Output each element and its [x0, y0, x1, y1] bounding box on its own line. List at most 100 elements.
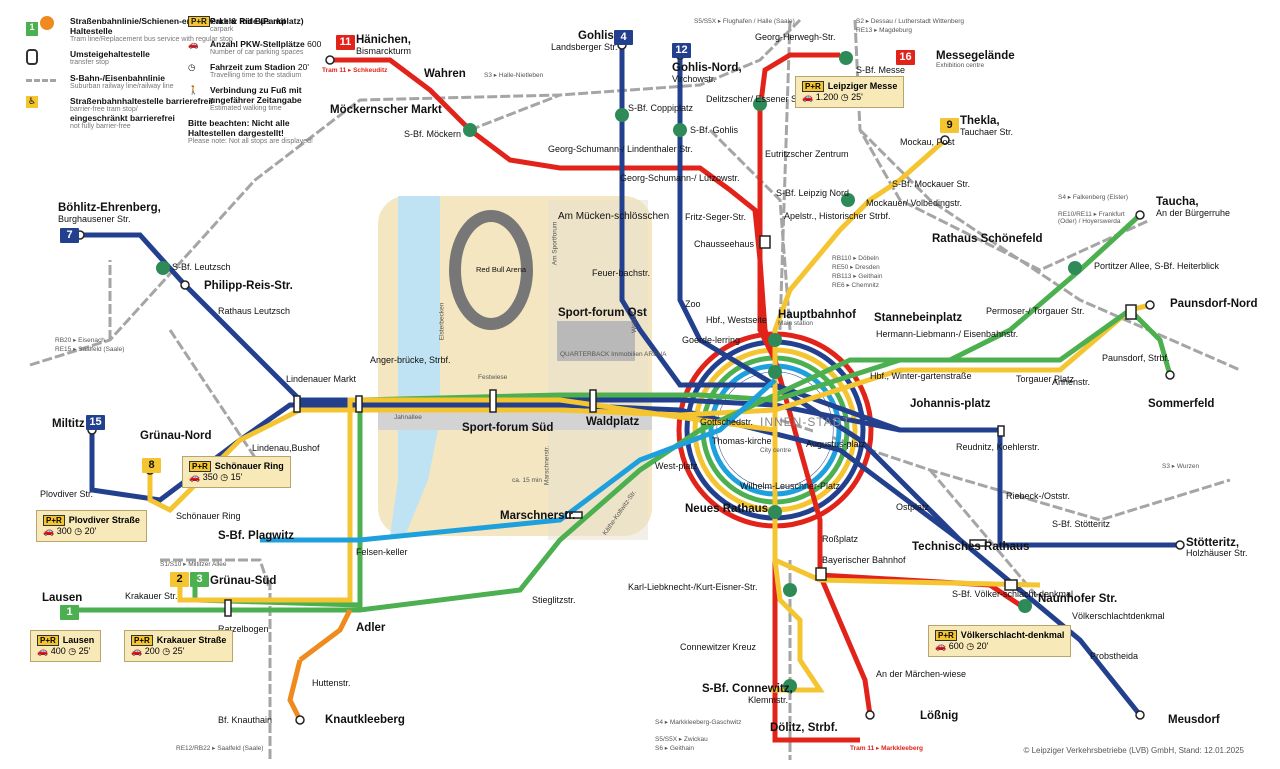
park-ride-icon: P+R — [188, 16, 210, 27]
quarterback-arena-shape — [557, 321, 635, 361]
legend-row-tram: 1 Straßenbahnlinie/Schienen-ersatzverkeh… — [26, 16, 326, 43]
terminal-gohlis-sub: Landsberger Str. — [551, 42, 618, 52]
station-lindenauer-markt: Lindenauer Markt — [286, 374, 357, 384]
rail-note-s6-geithain: S6 ▸ Geithain — [655, 745, 695, 752]
rail-note-rb20: RB20 ▸ Eisenach — [55, 337, 105, 344]
s-bahn-stations — [156, 51, 1082, 693]
station-probstheida: Probstheida — [1090, 651, 1139, 661]
station-buergerruhe: An der Bürgerruhe — [1156, 208, 1231, 218]
terminal-lausen: Lausen — [42, 592, 83, 604]
terminal-thekla-sub: Tauchaer Str. — [960, 127, 1014, 137]
terminal-messegelaende: Messegelände — [936, 50, 1015, 62]
station-reudnitz: Reudnitz, Koehlerstr. — [956, 442, 1040, 452]
transfer-stop-icon — [26, 49, 70, 67]
line-15 — [89, 402, 1142, 717]
rail-note-re12: RE12/RB22 ▸ Saalfeld (Saale) — [176, 745, 264, 752]
rail-note-tram11-markkleeberg: Tram 11 ▸ Markkleeberg — [850, 745, 923, 752]
pr-icon: P+R — [802, 81, 824, 92]
station-schoenauer-ring: Schönauer Ring — [176, 511, 241, 521]
station-paunsdorf-nord: Paunsdorf-Nord — [1170, 298, 1258, 310]
station-sportforum-sued: Sport-forum Süd — [462, 422, 554, 434]
rail-note-rb113: RB113 ▸ Geithain — [832, 273, 883, 280]
rail-note-re6: RE6 ▸ Chemnitz — [832, 282, 879, 289]
car-icon: 🚗 — [802, 92, 814, 102]
station-annenstr: Annenstr. — [1052, 377, 1091, 387]
line-12 — [677, 55, 962, 542]
pr-icon: P+R — [43, 515, 65, 526]
red-bull-arena-label: Red Bull Arena — [476, 265, 527, 274]
walk-time-label: ca. 15 min — [512, 477, 542, 484]
rail-note-re15: RE15 ▸ Saalfeld (Saale) — [55, 346, 125, 353]
station-stieglitzstr: Stieglitzstr. — [532, 595, 576, 605]
rail-note-re50: RE50 ▸ Dresden — [832, 264, 880, 271]
badge-line-3: 3 — [190, 572, 209, 587]
quarterback-arena-label: QUARTERBACK Immobilien ARENA — [560, 351, 667, 358]
station-neues-rathaus: Neues Rathaus — [685, 503, 769, 515]
terminal-gohlis-nord-sub: Virchowstr. — [672, 74, 716, 84]
festwiese-label: Festwiese — [478, 374, 508, 381]
pr-icon: P+R — [935, 630, 957, 641]
badge-line-11: 11 — [336, 35, 355, 50]
station-georg-luetzow: Georg-Schumann-/ Lützowstr. — [620, 173, 740, 183]
station-rathaus-leutzsch: Rathaus Leutzsch — [218, 306, 291, 316]
sportforum-east-area — [548, 200, 648, 540]
terminal-gohlis-nord: Gohlis-Nord, — [672, 62, 742, 74]
badge-line-8: 8 — [142, 458, 161, 473]
station-bf-knauthain: Bf. Knauthain — [218, 715, 273, 725]
station-mockau-post: Mockau, Post — [900, 137, 955, 147]
pr-icon: P+R — [131, 635, 153, 646]
station-huttenstr: Huttenstr. — [312, 678, 351, 688]
rail-note-re10: RE10/RE11 ▸ Frankfurt (Oder) / Hoyerswer… — [1058, 211, 1125, 225]
car-icon: 🚗 — [935, 641, 947, 651]
station-karl-liebknecht: Karl-Liebknecht-/Kurt-Eisner-Str. — [628, 582, 758, 592]
pr-icon: P+R — [189, 461, 211, 472]
rail-note-s5x-zwickau: S5/S5X ▸ Zwickau — [655, 736, 708, 743]
station-klemmstr: Klemmstr. — [748, 695, 789, 705]
station-torgauer-platz: Torgauer Platz — [1016, 374, 1075, 384]
badge-line-9: 9 — [940, 118, 959, 133]
station-loessnig: Lößnig — [920, 710, 959, 722]
station-chausseehaus: Chausseehaus — [694, 239, 755, 249]
rail-note-s4-falkenberg: S4 ▸ Falkenberg (Elster) — [1058, 194, 1129, 201]
station-voelkerschlacht: Völkerschlachtdenkmal — [1072, 611, 1165, 621]
station-stoetteritz: Stötteritz, — [1186, 537, 1240, 549]
badge-line-7: 7 — [60, 228, 79, 243]
city-centre-label: City centre — [760, 447, 792, 454]
red-bull-arena-shape — [449, 210, 533, 330]
station-augustusplatz: Augustus-platz — [806, 439, 866, 449]
station-hermann-liebmann: Hermann-Liebmann-/ Eisenbahnstr. — [876, 329, 1019, 339]
station-zoo: Zoo — [685, 299, 701, 309]
terminal-haenichen: Hänichen, — [356, 34, 411, 46]
station-sbf-leutzsch: S-Bf. Leutzsch — [172, 262, 231, 272]
clock-icon: ◷ — [74, 526, 83, 536]
clock-icon: ◷ — [966, 641, 975, 651]
station-sbf-connewitz: S-Bf. Connewitz, — [702, 683, 793, 695]
badge-line-16: 16 — [896, 50, 915, 65]
line-16-south — [817, 574, 873, 716]
station-fritz-seger: Fritz-Seger-Str. — [685, 212, 747, 222]
line-9 — [770, 138, 947, 693]
jahnallee-label: Jahnallee — [394, 414, 422, 421]
legend-text-time: Fahrzeit zum Stadion 20'Travelling time … — [210, 62, 309, 79]
rail-note-s3-wurzen: S3 ▸ Wurzen — [1162, 463, 1200, 470]
station-moeckern-markt: Möckernscher Markt — [330, 104, 442, 116]
legend-row-time: ◷ Fahrzeit zum Stadion 20'Travelling time… — [188, 62, 338, 79]
clock-icon: ◷ — [188, 62, 196, 72]
station-sbf-messe: S-Bf. Messe — [856, 65, 906, 75]
sev-3 — [298, 608, 353, 662]
legend-row-barrier: ♿ Straßenbahnhaltestelle barrierefrei/ba… — [26, 96, 326, 130]
station-sbf-gohlis: S-Bf. Gohlis — [690, 125, 739, 135]
copyright-note: © Leipziger Verkehrsbetriebe (LVB) GmbH,… — [1023, 746, 1244, 755]
line-8 — [147, 302, 1151, 514]
station-sommerfeld: Sommerfeld — [1148, 398, 1215, 410]
station-mueckenschloesschen: Am Mücken-schlösschen — [558, 211, 670, 222]
station-plovdiver: Plovdiver Str. — [40, 489, 94, 499]
terminal-knautkleeberg: Knautkleeberg — [325, 714, 405, 726]
walk-icon: 🚶 — [188, 85, 199, 95]
station-portitzer: Portitzer Allee, S-Bf. Heiterblick — [1094, 261, 1220, 271]
